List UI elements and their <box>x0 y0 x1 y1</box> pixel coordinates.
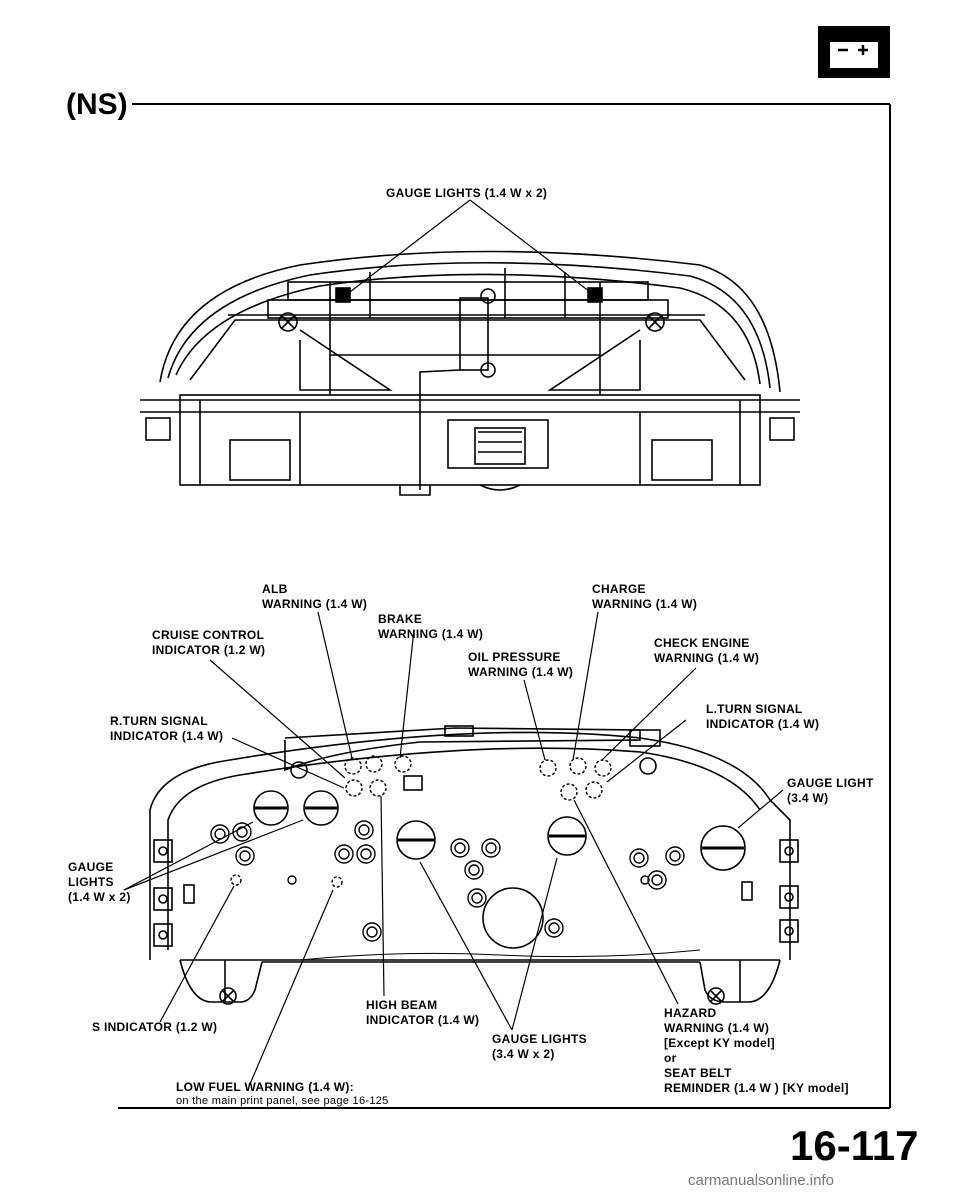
callout-gauge-lights-left: GAUGE LIGHTS (1.4 W x 2) <box>68 860 131 904</box>
callout-low-fuel-title: LOW FUEL WARNING (1.4 W): <box>176 1080 354 1094</box>
gauge-lights-leaders <box>345 199 595 296</box>
callout-hazard-seat-belt: HAZARD WARNING (1.4 W) [Except KY model]… <box>664 1006 849 1095</box>
page-frame <box>118 103 891 1109</box>
callout-l-turn-signal: L.TURN SIGNAL INDICATOR (1.4 W) <box>706 702 820 731</box>
page-number: 16-117 <box>790 1122 919 1169</box>
cluster-circuit-view <box>149 725 799 1005</box>
callout-leaders <box>123 611 784 1085</box>
callout-s-indicator: S INDICATOR (1.2 W) <box>92 1020 218 1034</box>
watermark: carmanualsonline.info <box>688 1172 834 1189</box>
callout-gauge-lights-top: GAUGE LIGHTS (1.4 W x 2) <box>386 186 548 200</box>
callout-charge-warning: CHARGE WARNING (1.4 W) <box>592 582 698 611</box>
callout-low-fuel-note: on the main print panel, see page 16-125 <box>176 1095 389 1107</box>
callout-high-beam: HIGH BEAM INDICATOR (1.4 W) <box>366 998 480 1027</box>
callout-cruise-control: CRUISE CONTROL INDICATOR (1.2 W) <box>152 628 266 657</box>
callout-gauge-lights-bottom: GAUGE LIGHTS (3.4 W x 2) <box>492 1032 587 1061</box>
callout-oil-pressure: OIL PRESSURE WARNING (1.4 W) <box>468 650 574 679</box>
section-label: (NS) <box>66 88 128 121</box>
callout-gauge-light-right: GAUGE LIGHT (3.4 W) <box>787 776 874 805</box>
callout-check-engine: CHECK ENGINE WARNING (1.4 W) <box>654 636 760 665</box>
battery-icon <box>818 26 890 78</box>
callout-brake-warning: BRAKE WARNING (1.4 W) <box>378 612 484 641</box>
callout-r-turn-signal: R.TURN SIGNAL INDICATOR (1.4 W) <box>110 714 224 743</box>
cluster-rear-view <box>140 250 800 496</box>
callout-alb-warning: ALB WARNING (1.4 W) <box>262 582 368 611</box>
